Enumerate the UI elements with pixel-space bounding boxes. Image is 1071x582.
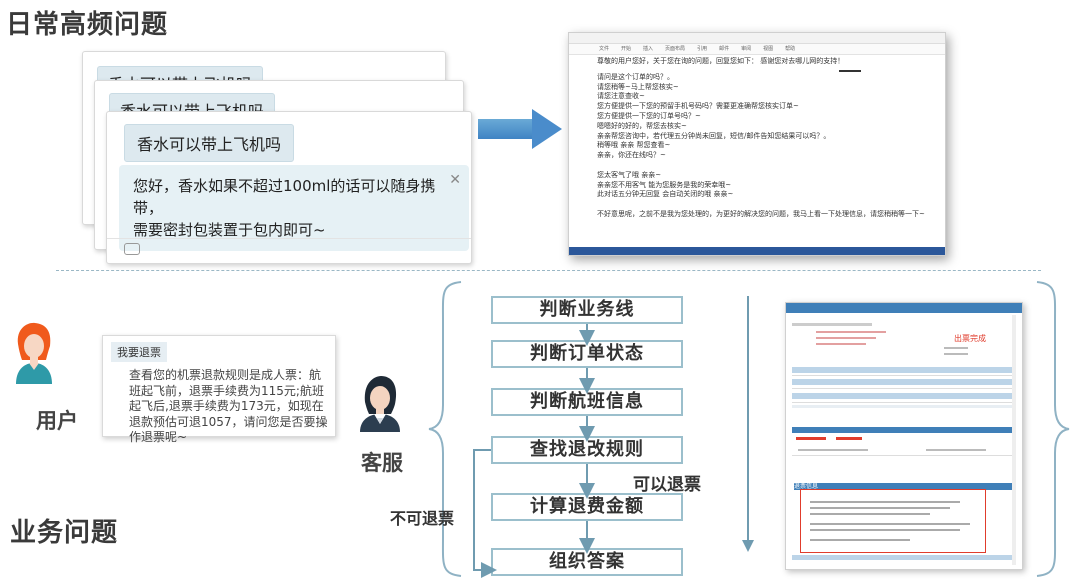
doc-line: 请您注意查收~ [597, 92, 645, 101]
doc-line: 稍等哦 亲亲 帮您查看~ [597, 141, 671, 150]
doc-titlebar [569, 33, 945, 44]
user-label: 用户 [36, 409, 78, 433]
doc-statusbar [569, 247, 945, 255]
down-arrow-icon [742, 296, 754, 552]
agent-reply-text: 查看您的机票退款规则是成人票：航班起飞前，退票手续费为115元;航班起飞后,退票… [129, 368, 328, 444]
word-document: 文件开始插入 页面布局引用邮件 审阅视图帮助 尊敬的用户您好，关于您在询的问题，… [568, 32, 946, 256]
answer-line-2: 需要密封包装置于包内即可~ [133, 221, 326, 239]
answer-line-1: 您好，香水如果不超过100ml的话可以随身携带， [133, 177, 436, 217]
doc-line: 您方便提供一下您的预留手机号码吗？需要更准确帮您核实订单~ [597, 102, 799, 111]
doc-line: 不好意思呢，之前不是我为您处理的，为更好的解决您的问题，我马上看一下处理信息，请… [597, 209, 925, 218]
section-divider [56, 270, 1041, 271]
order-status-text: 出票完成 [954, 334, 986, 343]
flow-arrows [473, 324, 595, 578]
bottom-heading: 业务问题 [10, 518, 119, 548]
customer-service-avatar-icon [357, 374, 403, 432]
doc-ribbon: 文件开始插入 页面布局引用邮件 审阅视图帮助 [569, 44, 945, 55]
doc-line: 亲亲您不用客气 能为您服务是我的荣幸哦~ [597, 180, 732, 189]
highlight-box [800, 489, 986, 553]
card-divider [107, 238, 471, 239]
right-brace [1036, 281, 1070, 577]
refund-section-title: 退票信息 [794, 483, 1014, 490]
doc-line: 嗯嗯好的好的，帮您去核实~ [597, 121, 687, 130]
forward-arrow-icon [478, 109, 562, 149]
user-chat-card: 我要退票 查看您的机票退款规则是成人票：航班起飞前，退票手续费为115元;航班起… [102, 335, 336, 444]
user-avatar-icon [14, 322, 54, 384]
doc-line: 亲亲，你还在线吗？~ [597, 151, 666, 160]
doc-line: 您太客气了哦 亲亲~ [597, 170, 662, 179]
doc-line: 请您稍等~马上帮您核实~ [597, 82, 679, 91]
top-heading: 日常高频问题 [6, 10, 169, 40]
chat-card-front: 香水可以带上飞机吗 您好，香水如果不超过100ml的话可以随身携带， 需要密封包… [106, 111, 472, 264]
close-icon[interactable]: ✕ [449, 172, 461, 188]
can-refund-label: 可以退票 [633, 475, 701, 495]
doc-line [597, 161, 937, 171]
agent-label: 客服 [361, 451, 403, 475]
cannot-refund-label: 不可退票 [390, 509, 455, 528]
flow-step-business-line: 判断业务线 [491, 296, 683, 324]
doc-line [597, 200, 937, 210]
left-brace [428, 281, 462, 577]
flow-step-order-status: 判断订单状态 [491, 340, 683, 368]
doc-body: 请问是这个订单的吗？。请您稍等~马上帮您核实~请您注意查收~您方便提供一下您的预… [597, 73, 937, 220]
doc-line: 此对话五分钟无回复 会自动关闭的哦 亲亲~ [597, 190, 734, 199]
user-request-bubble: 我要退票 [111, 342, 167, 362]
question-bubble: 香水可以带上飞机吗 [124, 124, 295, 162]
doc-line: 您方便提供一下您的订单号吗？~ [597, 111, 701, 120]
doc-line: 请问是这个订单的吗？。 [597, 72, 674, 81]
order-system-screenshot: 出票完成 退票信息 [785, 302, 1023, 570]
doc-greeting: 尊敬的用户您好，关于您在询的问题，回复您如下： 感谢您对去哪儿网的支持！ [597, 57, 845, 65]
chat-bubble-icon[interactable] [124, 243, 140, 255]
doc-line: 亲亲帮您咨询中，若代理五分钟尚未回复，短信/邮件告知您结果可以吗？。 [597, 131, 831, 140]
answer-bubble: 您好，香水如果不超过100ml的话可以随身携带， 需要密封包装置于包内即可~ ✕ [119, 165, 469, 251]
